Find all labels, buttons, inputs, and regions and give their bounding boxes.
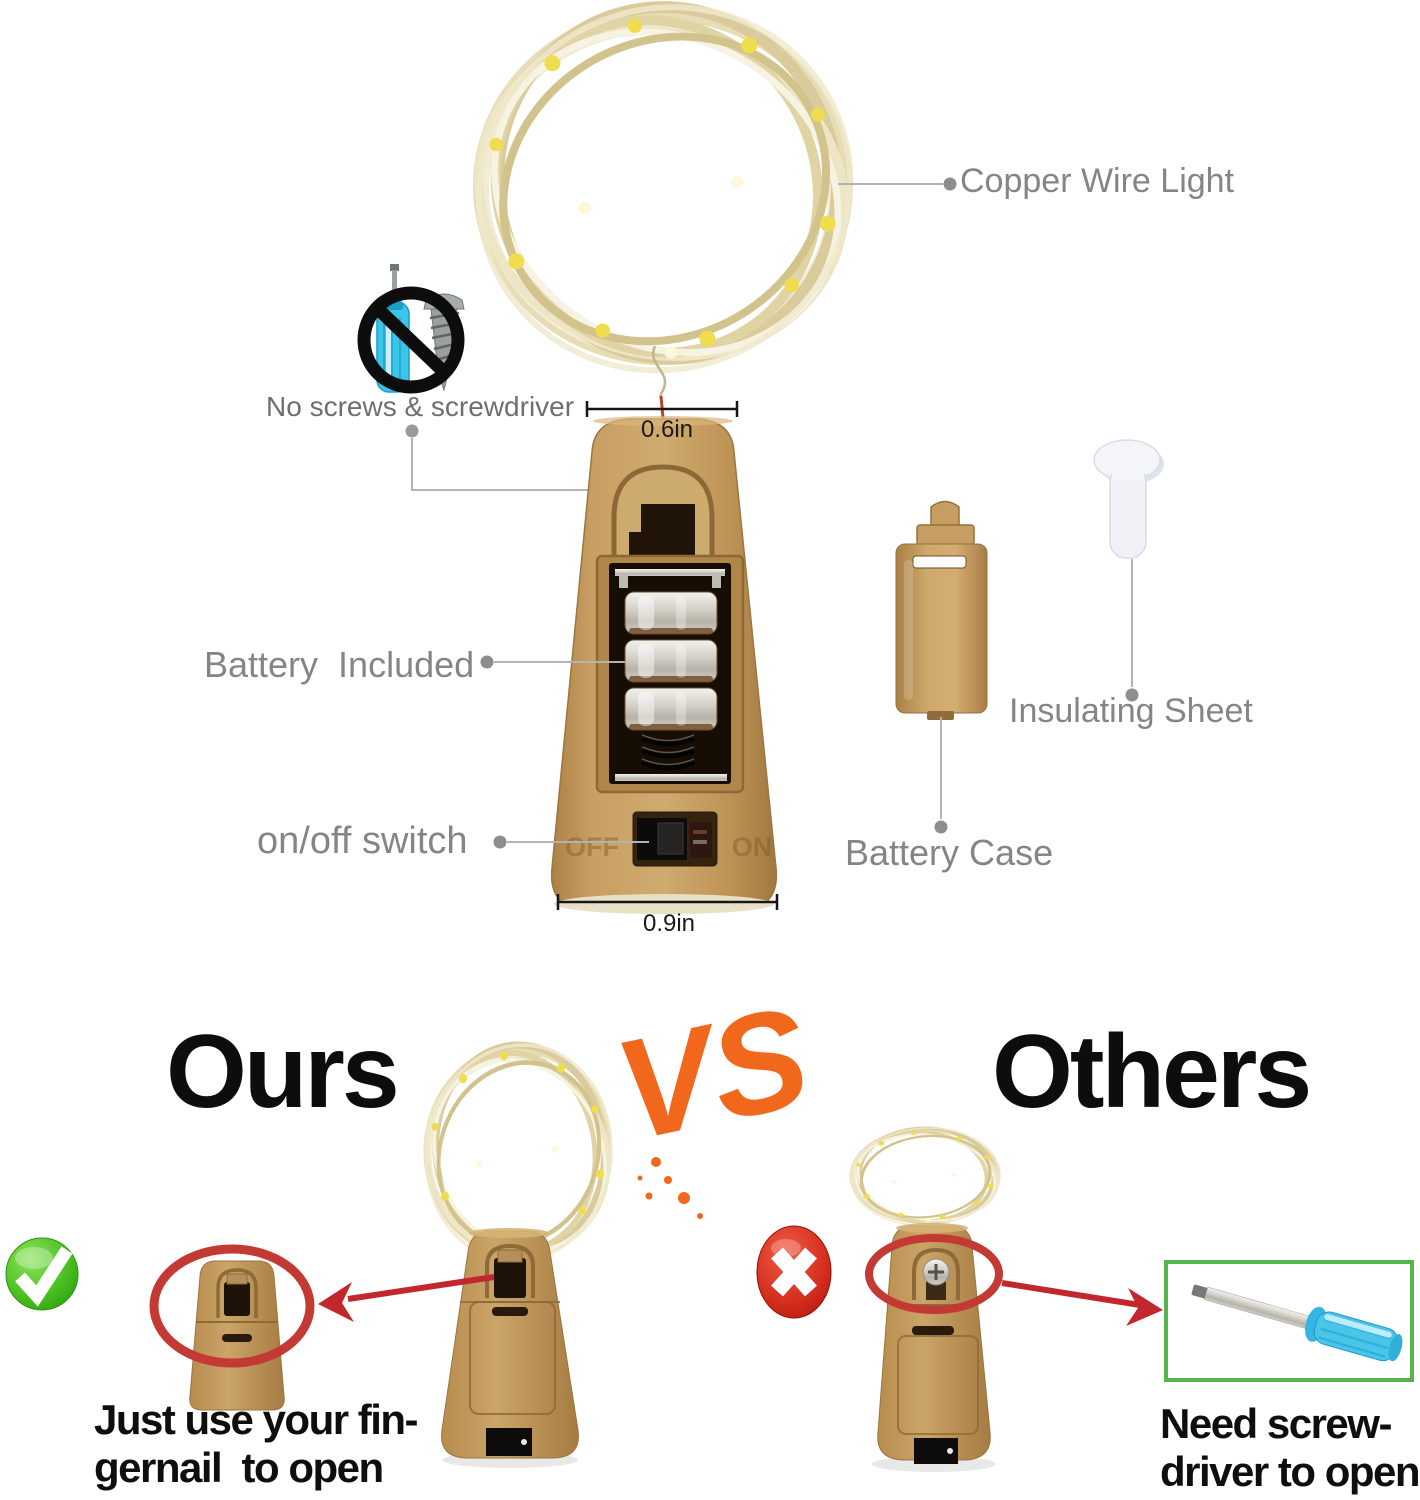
leader-battery-case [934,717,948,834]
leader-battery-included [480,655,625,669]
top-width-dimension: 0.6in [640,416,694,443]
arrow-left-icon [318,1274,495,1322]
leader-copper-wire [838,177,957,191]
svg-text:VS: VS [603,976,821,1171]
battery-case-label: Battery Case [845,832,1054,873]
copper-wire-light-label: Copper Wire Light [960,162,1235,200]
others-title: Others [992,1014,1312,1130]
wire-opening [629,504,695,556]
ours-caption-line2: gernail to open [94,1444,384,1491]
screwdriver-photo [1191,1284,1403,1362]
on-off-switch [632,811,718,867]
battery-case [895,500,988,720]
others-caption-line2: driver to open [1160,1448,1420,1495]
arrow-right-icon [1001,1280,1163,1326]
on-off-switch-label: on/off switch [257,820,468,862]
battery-included-label: Battery Included [204,644,475,685]
insulating-sheet [1093,439,1164,559]
leader-insulating-sheet [1125,559,1139,702]
no-symbol-icon [357,286,465,394]
red-circle-annotation-ours [149,1244,315,1368]
copper-wire-coil [404,0,926,445]
green-box [1164,1260,1414,1382]
battery-compartment [595,554,745,794]
x-icon [756,1225,832,1319]
insulating-sheet-label: Insulating Sheet [1009,692,1253,730]
ours-caption-line1: Just use your fin- [94,1396,419,1443]
leader-on-off-switch [493,835,649,849]
leader-no-screws [405,424,655,491]
others-caption-line1: Need screw- [1160,1400,1392,1447]
red-circle-annotation-others [865,1234,1003,1314]
bottom-width-dimension: 0.9in [642,910,696,937]
cork-back-ours-large [441,1228,579,1468]
check-icon [5,1237,79,1311]
dimension-line-bottom [556,894,779,910]
embossed-off-label: OFF [565,832,619,862]
dimension-line-top [585,401,739,417]
cork-back-others [872,1223,996,1472]
cork-front-cutaway: OFF ON [550,416,778,914]
cork-back-ours-small [189,1260,285,1411]
no-screws-label: No screws & screwdriver [266,391,575,422]
vs-graphic: VS [603,976,822,1219]
ours-title: Ours [166,1014,400,1130]
spring [640,734,696,771]
embossed-on-label: ON [732,832,773,862]
battery-cells [624,591,718,731]
